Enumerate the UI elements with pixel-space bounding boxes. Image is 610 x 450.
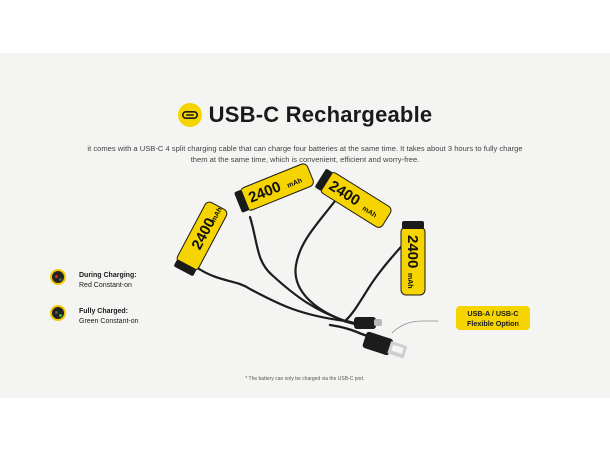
battery-4-unit: mAh [406,273,413,289]
cable-branch-3 [294,199,347,323]
footnote: * The battery can only be charged via th… [245,376,365,382]
charging-title: During Charging: [79,272,137,279]
usb-tag-line2: Flexible Option [467,318,519,328]
charging-indicator-label: During Charging: Red Constant-on [79,271,137,290]
cable-branch-2 [248,215,347,323]
charging-desc: Red Constant-on [79,281,132,289]
usb-adapter [354,317,408,359]
cable-branch-4 [343,237,410,323]
green-led-icon [50,305,66,321]
split-cable [194,199,439,339]
battery-4-capacity: 2400 [404,235,421,268]
charged-desc: Green Constant-on [79,317,139,325]
charged-title: Fully Charged: [79,308,129,315]
battery-1: 2400 mAh [174,201,228,276]
product-panel: USB-C Rechargeable it comes with a USB-C… [0,53,610,398]
usb-option-tag: USB-A / USB-C Flexible Option [456,306,530,330]
title-row: USB-C Rechargeable [0,102,610,128]
cable-branch-1 [194,265,347,323]
cable-battery-illustration: 2400 mAh 2400 mAh 2400 mAh 2400 mAh [174,163,439,359]
callout-line [391,320,439,334]
usb-tag-line1: USB-A / USB-C [467,309,519,318]
battery-2: 2400 mAh [234,163,314,213]
battery-3: 2400 mAh [315,169,392,228]
battery-4: 2400 mAh [400,221,426,296]
charged-indicator-label: Fully Charged: Green Constant-on [79,307,139,326]
usb-c-port-icon [177,103,202,127]
red-led-icon [50,269,66,285]
description-text: it comes with a USB-C 4 split charging c… [87,144,523,164]
page-title: USB-C Rechargeable [208,102,433,127]
